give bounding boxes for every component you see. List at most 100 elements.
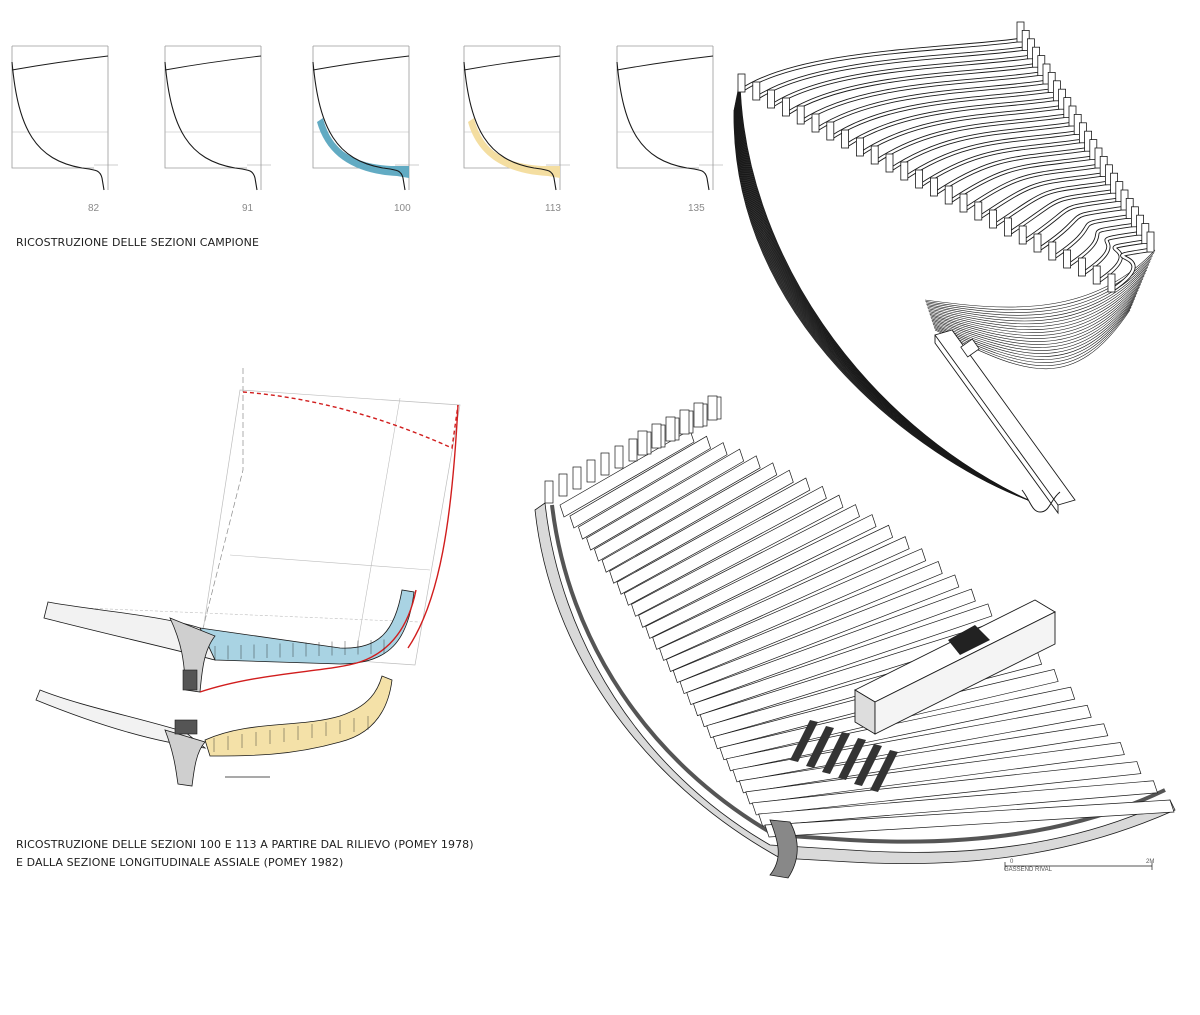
frame-rib-fill <box>756 47 1026 99</box>
frame-head-top <box>558 473 568 497</box>
frame-head <box>915 169 923 189</box>
inner-planking-curve <box>933 301 1134 360</box>
hull-strake <box>737 88 1029 501</box>
transverse-plank <box>631 494 844 617</box>
outer-hull-band <box>534 502 1176 865</box>
frame-rib-fill <box>874 114 1067 163</box>
keelson <box>934 329 1076 506</box>
keel <box>769 819 798 879</box>
section-frame <box>312 46 395 169</box>
hull-strake <box>735 102 1029 501</box>
floor-timber <box>806 726 834 768</box>
section-113-keel <box>164 729 206 787</box>
section-frame <box>616 46 699 169</box>
frame-head <box>1078 257 1086 277</box>
transverse-plank <box>666 548 927 672</box>
hull-outline <box>463 61 557 191</box>
frame-rib-fill <box>859 106 1062 155</box>
inner-planking-curve <box>930 284 1141 342</box>
scale-start-label: 0 <box>1010 859 1014 865</box>
sample-sections-row <box>11 45 723 191</box>
section-label-82: 82 <box>88 203 100 214</box>
hull-strake <box>734 103 1029 501</box>
transverse-plank <box>578 442 728 540</box>
sheer-curve <box>164 55 262 71</box>
inner-planking-curve <box>929 278 1144 336</box>
section-100-keel-block <box>182 669 198 691</box>
frame-head-top <box>614 445 624 469</box>
frame-rib-fill <box>1096 240 1145 283</box>
frame-rib-fill <box>992 181 1109 227</box>
transverse-plank <box>679 574 960 695</box>
transverse-plank <box>751 761 1142 816</box>
hull-outline <box>164 61 258 191</box>
transverse-plank <box>764 799 1175 838</box>
frame-head-top <box>665 416 676 442</box>
frame-rib-fill <box>1111 248 1151 291</box>
frame-head <box>752 81 761 101</box>
inner-planking-curve <box>926 261 1151 319</box>
mast-step-mark <box>948 625 990 655</box>
sample-section-100 <box>312 45 419 191</box>
transverse-plank <box>725 686 1076 772</box>
frame-head <box>1004 217 1012 237</box>
inner-planking-curve <box>931 286 1140 345</box>
sheer-curve <box>463 55 561 71</box>
hull-outline <box>312 61 406 191</box>
highlighted-planking <box>468 118 560 178</box>
highlighted-planking <box>317 118 409 178</box>
frame-rib-fill <box>1022 198 1119 243</box>
hull-strake <box>733 109 1029 501</box>
floor-timber <box>838 738 866 780</box>
frame-rib-fill <box>770 55 1031 107</box>
frame-rib-fill <box>785 64 1036 115</box>
frame-head <box>782 97 790 117</box>
inner-planking-curve <box>932 298 1136 357</box>
sheer-curve <box>312 55 410 71</box>
construction-axis <box>199 368 244 641</box>
frame-rib-fill <box>1052 215 1130 259</box>
section-100-keel <box>169 617 216 693</box>
section-100-planking <box>199 589 415 665</box>
frame-head <box>1048 241 1057 261</box>
drawing-credit: GASSEND RIVAL <box>1004 867 1052 873</box>
inner-planking-curve <box>931 289 1139 348</box>
frame-head <box>900 161 909 181</box>
frame-rib-fill <box>904 131 1078 179</box>
section-113-left-planking <box>35 689 207 749</box>
frame-rib-fill <box>948 156 1093 203</box>
transverse-plank <box>693 603 993 717</box>
inner-planking-curve <box>932 292 1138 351</box>
transverse-plank <box>609 469 794 584</box>
frame-rib-fill <box>815 80 1047 131</box>
transverse-plank <box>601 462 778 573</box>
hull-outline <box>11 61 105 191</box>
floor-timber <box>790 720 818 762</box>
hull-strake <box>734 105 1029 501</box>
frame-head <box>841 129 849 149</box>
transverse-plank <box>623 485 827 606</box>
frame-head <box>885 153 894 173</box>
transverse-plank <box>594 455 761 562</box>
transverse-plank <box>569 435 711 529</box>
hull-strake <box>734 104 1029 501</box>
floor-timber <box>854 744 882 786</box>
frame-head <box>856 137 864 157</box>
hull-axonometric-drawing <box>733 21 1156 515</box>
frame-head <box>930 177 938 197</box>
section-113-planking <box>204 675 393 757</box>
frame-head <box>796 105 805 125</box>
isometric-section-drawing <box>534 395 1176 879</box>
frame-head <box>1063 249 1071 269</box>
frame-rib-fill <box>741 38 1021 91</box>
keelson-face <box>874 611 1056 735</box>
hull-strake <box>737 90 1029 501</box>
hull-outline <box>616 61 710 191</box>
frame-head-top <box>600 452 610 476</box>
keel-tip <box>1021 489 1061 513</box>
transverse-plank <box>638 504 860 628</box>
frame-head-top <box>707 395 718 421</box>
frame-head-top <box>679 409 690 435</box>
scale-end-label: 2M <box>1146 859 1155 865</box>
frame-rib-fill <box>963 164 1099 211</box>
